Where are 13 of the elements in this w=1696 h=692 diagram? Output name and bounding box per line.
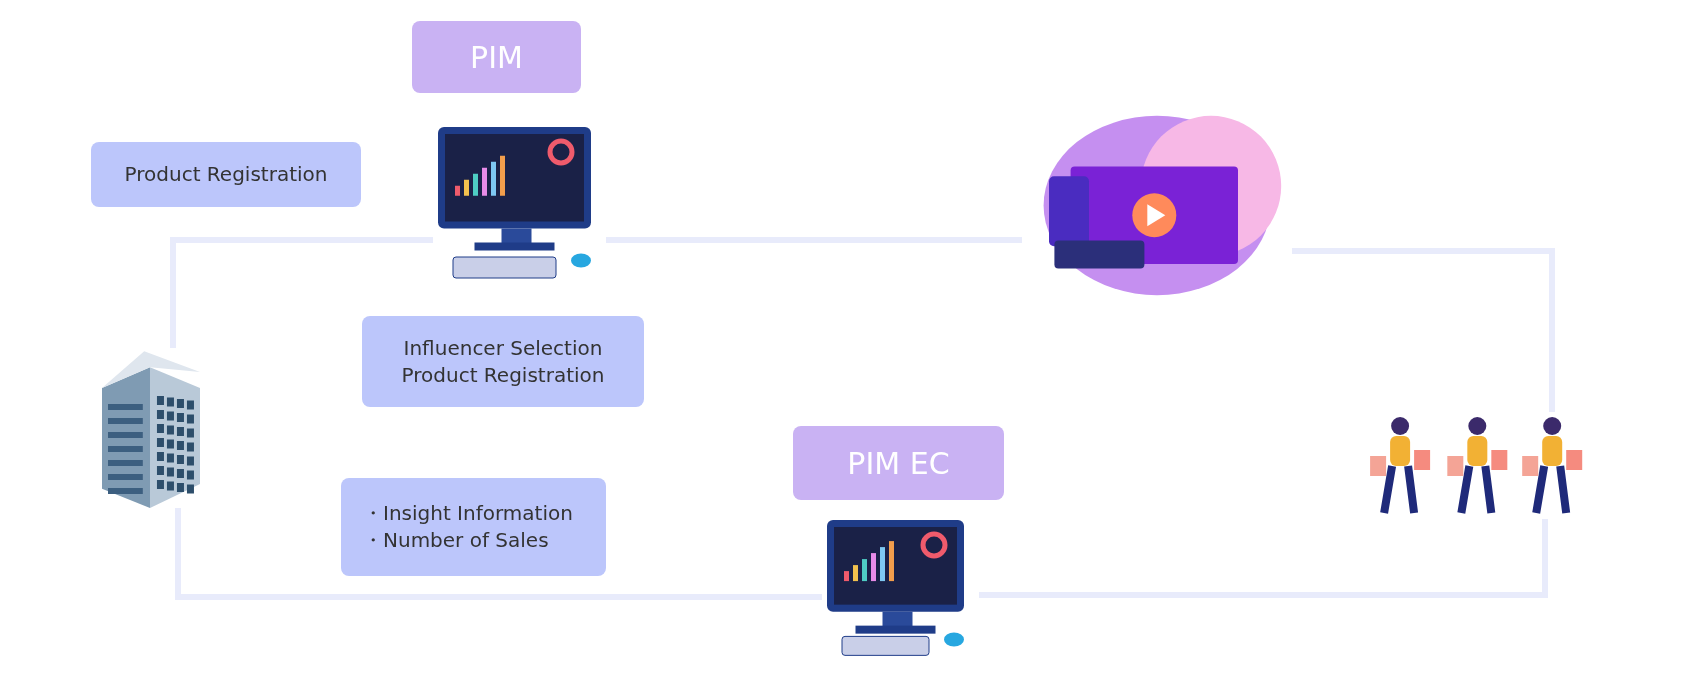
step-text: ・Number of Sales [363,527,549,554]
step-card [341,478,606,576]
tag-label: PIM EC [847,445,950,481]
step-text: ・Insight Information [363,500,573,527]
step-text: Product Registration [124,161,328,188]
title-tag [412,21,581,93]
step-card [91,142,361,207]
connector-line [170,237,433,348]
step-text: Influencer Selection Product Registration [400,334,606,389]
connector-line [175,508,822,600]
tag-label: PIM [470,39,523,75]
step-card [362,316,644,407]
title-tag [793,426,1004,500]
